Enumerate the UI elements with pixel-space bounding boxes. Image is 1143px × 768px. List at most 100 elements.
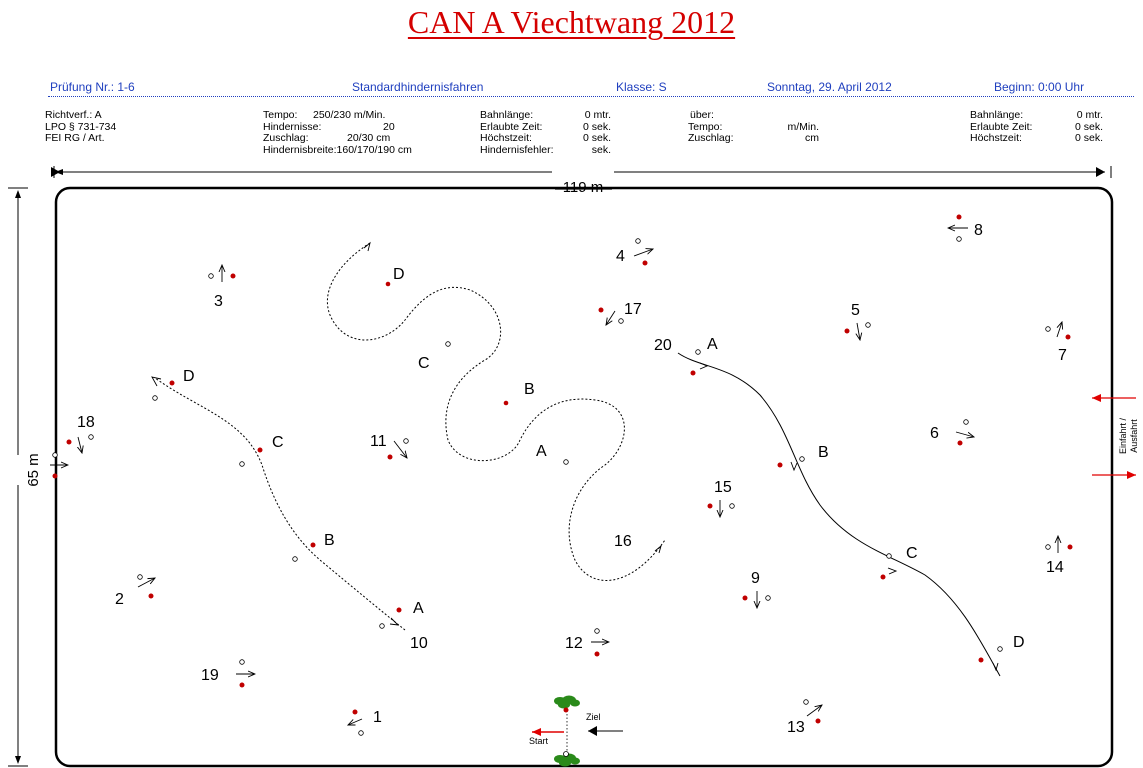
- obstacle-label-12: 12: [565, 635, 583, 652]
- white-cone: [635, 238, 641, 244]
- gate-20-d: D: [1013, 634, 1025, 651]
- obstacle-label-14: 14: [1046, 559, 1064, 576]
- obstacle-label-6: 6: [930, 425, 939, 442]
- obstacle-labels: 1 2 3 4 5 6 7 8 9 10 11 12 13 14 15 16 1…: [77, 222, 1067, 736]
- red-cone: [642, 260, 648, 266]
- page-title: CAN A Viechtwang 2012: [407, 4, 736, 40]
- obstacle-label-1: 1: [373, 709, 382, 726]
- klasse: Klasse: S: [616, 80, 667, 94]
- obstacle-label-2: 2: [115, 591, 124, 608]
- hindernisbreite: Hindernisbreite:160/170/190 cm: [263, 143, 412, 156]
- hindernisse-value: 20: [383, 120, 395, 133]
- pruefung-nr: Prüfung Nr.: 1-6: [50, 80, 135, 94]
- beginn: Beginn: 0:00 Uhr: [994, 80, 1085, 94]
- hoechstzeit-label: Höchstzeit:: [480, 132, 532, 144]
- gate-20-a: A: [707, 336, 718, 353]
- white-cone: [997, 646, 1003, 652]
- white-cone: [765, 595, 771, 601]
- bahnlaenge-label: Bahnlänge:: [480, 109, 534, 121]
- red-cone: [310, 542, 316, 548]
- obstacle-label-15: 15: [714, 479, 732, 496]
- gate-10-d: D: [183, 368, 195, 385]
- gate-letters: A B C D A B C D A B C D: [183, 266, 1025, 651]
- ziel-label: Ziel: [586, 712, 601, 722]
- gate-20-b: B: [818, 444, 829, 461]
- zuschlag-value: 20/30 cm: [347, 132, 391, 144]
- red-cone: [239, 682, 245, 688]
- white-cone: [208, 273, 214, 279]
- cones: [52, 214, 1073, 736]
- red-cone: [844, 328, 850, 334]
- white-cone: [865, 322, 871, 328]
- red-cone: [777, 462, 783, 468]
- tempo2-label: Tempo:: [688, 120, 723, 133]
- info-bahn: Bahnlänge: 0 mtr. Erlaubte Zeit: 0 sek. …: [480, 109, 615, 170]
- red-cone: [978, 657, 984, 663]
- info-bahn2: Bahnlänge: 0 mtr. Erlaubte Zeit: 0 sek. …: [970, 109, 1105, 150]
- bahnlaenge2-value: 0 mtr.: [1076, 109, 1103, 121]
- white-cone: [239, 659, 245, 665]
- tempo2-value: m/Min.: [787, 120, 820, 133]
- tempo-value: 250/230 m/Min.: [313, 109, 386, 121]
- erlaubte-zeit2-label: Erlaubte Zeit:: [970, 120, 1033, 133]
- bahnlaenge-value: 0 mtr.: [584, 109, 611, 121]
- lpo: LPO § 731-734: [45, 120, 117, 133]
- info-ueber: über: Tempo: m/Min. Zuschlag: cm: [688, 109, 823, 150]
- white-cone: [803, 699, 809, 705]
- red-cone: [387, 454, 393, 460]
- zuschlag-label: Zuschlag:: [263, 132, 309, 144]
- obstacle-label-7: 7: [1058, 347, 1067, 364]
- red-cone: [957, 440, 963, 446]
- bahnlaenge2-label: Bahnlänge:: [970, 109, 1024, 121]
- start-label: Start: [529, 736, 549, 746]
- gate-16-b: B: [524, 381, 535, 398]
- red-cone: [707, 503, 713, 509]
- white-cone: [729, 503, 735, 509]
- white-cone: [52, 452, 58, 458]
- red-cone: [148, 593, 154, 599]
- erlaubte-zeit-label: Erlaubte Zeit:: [480, 120, 543, 133]
- obstacle-label-18: 18: [77, 414, 95, 431]
- zuschlag2-value: cm: [805, 132, 819, 144]
- red-cone: [352, 709, 358, 715]
- white-cone: [1045, 544, 1051, 550]
- gate-20-c: C: [906, 545, 918, 562]
- gate-16-c: C: [418, 355, 430, 372]
- red-cone: [815, 718, 821, 724]
- obstacle-label-4: 4: [616, 248, 625, 265]
- red-cone: [690, 370, 696, 376]
- entrance-label-1: Einfahrt /: [1118, 417, 1128, 454]
- hindernisfehler-value: sek.: [591, 143, 611, 156]
- obstacle-label-19: 19: [201, 667, 219, 684]
- obstacle-label-8: 8: [974, 222, 983, 239]
- hindernisse-label: Hindernisse:: [263, 120, 322, 133]
- white-cone: [239, 461, 245, 467]
- obstacle-label-16: 16: [614, 533, 632, 550]
- red-cone: [598, 307, 604, 313]
- white-cone: [618, 318, 624, 324]
- white-cone: [956, 236, 962, 242]
- white-cone: [594, 628, 600, 634]
- info-rules: Richtverf.: A LPO § 731-734 FEI RG / Art…: [45, 109, 117, 145]
- ueber-label: über:: [690, 109, 714, 121]
- gate-16-d: D: [393, 266, 405, 283]
- date: Sonntag, 29. April 2012: [767, 80, 892, 94]
- red-cone: [52, 473, 58, 479]
- height-dimension: 65 m: [8, 187, 42, 767]
- info-tempo: Tempo: 250/230 m/Min. Hindernisse: 20 Zu…: [263, 109, 443, 170]
- gate-10-a: A: [413, 600, 424, 617]
- entrance: Einfahrt / Ausfahrt: [1092, 394, 1139, 479]
- tree-icon-bottom: [554, 753, 580, 767]
- serpentine-16-path: [326, 242, 666, 581]
- tree-icon-top: [554, 695, 580, 709]
- cone: [503, 400, 509, 406]
- tempo-label: Tempo:: [263, 109, 298, 121]
- hoechstzeit2-value: 0 sek.: [1074, 132, 1103, 144]
- header-bar: Prüfung Nr.: 1-6 Standardhindernisfahren…: [48, 78, 1134, 97]
- obstacle-label-5: 5: [851, 302, 860, 319]
- white-cone: [379, 623, 385, 629]
- red-cone: [956, 214, 962, 220]
- white-cone: [403, 438, 409, 444]
- zuschlag2-label: Zuschlag:: [688, 132, 734, 144]
